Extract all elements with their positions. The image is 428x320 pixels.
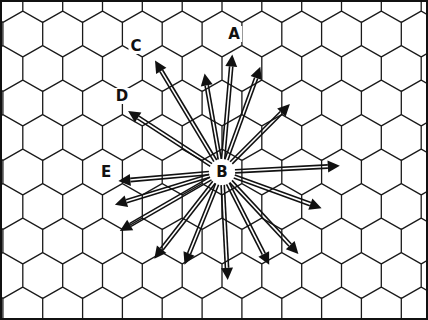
letter-label: E: [99, 164, 113, 180]
arrowhead: [328, 161, 340, 173]
arrowhead: [154, 246, 166, 259]
arrowhead: [251, 67, 262, 80]
arrow-shaft: [131, 180, 212, 227]
arrowhead: [184, 251, 195, 264]
arrow-shaft: [221, 185, 225, 268]
arrow-shaft: [126, 174, 209, 199]
arrow-shaft: [225, 67, 233, 160]
arrow-shaft: [234, 178, 310, 206]
arrowhead: [118, 174, 130, 186]
arrow-shaft: [137, 119, 210, 166]
letter-label: B: [214, 164, 229, 180]
arrow-shaft: [208, 85, 221, 159]
arrow-shaft: [127, 177, 210, 203]
arrowhead: [308, 199, 321, 210]
arrowhead: [258, 251, 269, 265]
arrowhead: [120, 220, 133, 231]
arrow-group: [115, 54, 340, 280]
arrow-shaft: [230, 112, 280, 162]
arrow-shaft: [139, 116, 212, 163]
arrow-shaft: [163, 70, 217, 160]
arrow-shaft: [235, 168, 328, 173]
letter-label: D: [114, 88, 130, 104]
arrow-shaft: [205, 86, 218, 160]
letter-label: A: [226, 26, 242, 42]
arrowhead: [225, 54, 237, 67]
arrow-shaft: [227, 184, 263, 254]
arrowhead: [115, 196, 128, 208]
letter-label: C: [128, 38, 143, 54]
arrow-shaft: [232, 114, 282, 164]
arrowhead: [286, 241, 299, 254]
arrow-shaft: [191, 185, 219, 255]
arrow-shaft: [188, 184, 216, 254]
arrow-shaft: [229, 183, 265, 253]
arrowhead: [128, 111, 141, 123]
arrowhead: [221, 268, 233, 280]
arrow-shaft: [230, 183, 289, 247]
arrowhead: [201, 74, 213, 87]
arrow-shaft: [235, 175, 311, 203]
arrowhead: [155, 61, 166, 74]
arrowhead: [277, 104, 290, 117]
arrow-shaft: [129, 177, 210, 224]
